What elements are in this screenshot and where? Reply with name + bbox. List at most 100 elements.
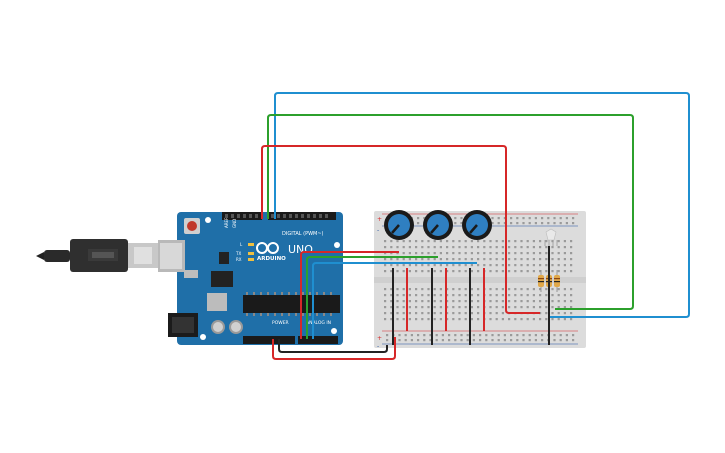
breadboard-hole: [433, 252, 436, 255]
breadboard-hole: [563, 258, 566, 261]
breadboard-hole: [516, 217, 519, 220]
breadboard-hole: [491, 334, 494, 337]
breadboard-hole: [384, 306, 387, 309]
breadboard-hole: [460, 339, 463, 342]
potentiometer-3[interactable]: [462, 210, 492, 240]
breadboard-hole: [508, 288, 511, 291]
breadboard-hole: [427, 306, 430, 309]
breadboard-hole: [508, 294, 511, 297]
breadboard-hole: [495, 246, 498, 249]
breadboard-hole: [559, 339, 562, 342]
breadboard-hole: [526, 264, 529, 267]
breadboard-hole: [532, 264, 535, 267]
breadboard-hole: [570, 306, 573, 309]
wire-red-long[interactable]: [261, 145, 540, 314]
breadboard-hole: [423, 334, 426, 337]
breadboard-hole: [464, 252, 467, 255]
breadboard-hole: [479, 334, 482, 337]
breadboard-hole: [470, 252, 473, 255]
breadboard-hole: [485, 334, 488, 337]
breadboard-hole: [551, 312, 554, 315]
breadboard-hole: [433, 288, 436, 291]
breadboard-hole: [570, 252, 573, 255]
breadboard-hole: [541, 217, 544, 220]
breadboard-hole: [390, 258, 393, 261]
breadboard-hole: [514, 270, 517, 273]
breadboard-hole: [526, 270, 529, 273]
breadboard-hole: [557, 312, 560, 315]
breadboard-hole: [433, 318, 436, 321]
breadboard-hole: [435, 339, 438, 342]
breadboard-hole: [489, 270, 492, 273]
breadboard-hole: [446, 318, 449, 321]
rgb-led[interactable]: [544, 228, 558, 246]
breadboard-hole: [464, 300, 467, 303]
breadboard-hole: [516, 222, 519, 225]
breadboard-hole: [570, 318, 573, 321]
breadboard-hole: [501, 264, 504, 267]
breadboard-hole: [464, 294, 467, 297]
breadboard-hole: [427, 240, 430, 243]
breadboard-hole: [446, 312, 449, 315]
breadboard-hole: [557, 318, 560, 321]
breadboard-hole: [539, 240, 542, 243]
breadboard-hole: [454, 334, 457, 337]
breadboard-hole: [503, 217, 506, 220]
breadboard-hole: [446, 294, 449, 297]
breadboard-hole: [466, 339, 469, 342]
breadboard-hole: [390, 270, 393, 273]
breadboard-hole: [551, 240, 554, 243]
breadboard-hole: [452, 246, 455, 249]
breadboard-hole: [458, 288, 461, 291]
breadboard-hole: [396, 270, 399, 273]
wire-black-gnd[interactable]: [278, 339, 388, 353]
breadboard-hole: [421, 288, 424, 291]
breadboard-hole: [402, 258, 405, 261]
breadboard-hole: [446, 252, 449, 255]
breadboard-hole: [433, 270, 436, 273]
breadboard-hole: [514, 306, 517, 309]
rail-minus-top: -: [377, 227, 379, 234]
potentiometer-2[interactable]: [423, 210, 453, 240]
breadboard-hole: [390, 264, 393, 267]
resistor-3[interactable]: [554, 270, 560, 292]
breadboard-hole: [458, 270, 461, 273]
breadboard-hole: [408, 264, 411, 267]
breadboard-hole: [384, 318, 387, 321]
breadboard-hole: [452, 312, 455, 315]
breadboard-hole: [516, 334, 519, 337]
breadboard-hole: [522, 334, 525, 337]
breadboard-hole: [458, 300, 461, 303]
breadboard-hole: [477, 318, 480, 321]
breadboard-hole: [563, 318, 566, 321]
breadboard-hole: [551, 318, 554, 321]
arduino-uno-board[interactable]: DIGITAL (PWM~) AREF GND L TX RX ARDUINO …: [158, 212, 343, 345]
resistor-1[interactable]: [538, 270, 544, 292]
wire-green-long[interactable]: [267, 114, 634, 310]
breadboard-hole: [415, 288, 418, 291]
breadboard-hole: [384, 252, 387, 255]
breadboard-hole: [448, 334, 451, 337]
breadboard-hole: [553, 222, 556, 225]
breadboard-hole: [526, 300, 529, 303]
breadboard-hole: [439, 252, 442, 255]
wire-blue-long[interactable]: [274, 92, 690, 318]
breadboard-hole: [528, 222, 531, 225]
breadboard-hole: [452, 300, 455, 303]
breadboard-hole: [514, 258, 517, 261]
led-rx-label: RX: [236, 257, 242, 262]
breadboard-hole: [433, 240, 436, 243]
breadboard-hole: [528, 334, 531, 337]
wire-red-5v[interactable]: [272, 337, 396, 360]
breadboard-hole: [501, 312, 504, 315]
potentiometer-1[interactable]: [384, 210, 414, 240]
breadboard-hole: [508, 270, 511, 273]
wire-green-a1[interactable]: [306, 256, 438, 339]
breadboard-hole: [508, 252, 511, 255]
wire-red-a0[interactable]: [300, 251, 399, 339]
wire-blue-a2[interactable]: [312, 262, 477, 339]
breadboard-hole: [489, 240, 492, 243]
breadboard-hole: [477, 270, 480, 273]
breadboard-hole: [415, 246, 418, 249]
breadboard-hole: [514, 300, 517, 303]
